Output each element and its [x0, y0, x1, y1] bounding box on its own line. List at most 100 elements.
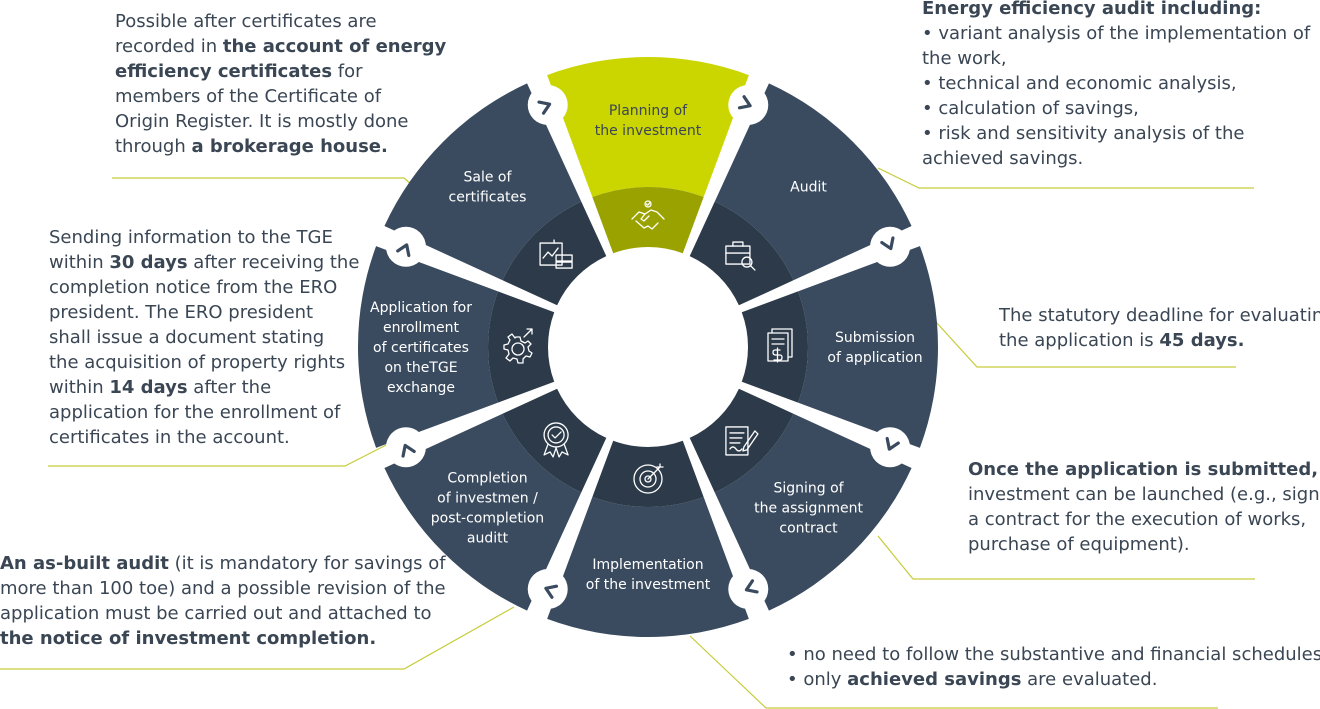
- chart-money-icon: [539, 239, 573, 269]
- segment-inner-ring: [592, 187, 704, 254]
- flow-arrow-icon: [870, 226, 911, 267]
- target-icon: [633, 463, 664, 494]
- leader-line: [877, 167, 1254, 189]
- note-text: through: [115, 136, 192, 157]
- note-text: recorded in: [115, 36, 223, 57]
- segment-inner-ring: [592, 440, 704, 507]
- note-implementation: • no need to follow the substantive and …: [787, 642, 1320, 692]
- briefcase-search-icon: [725, 241, 756, 271]
- chevron-right-icon: [537, 100, 552, 115]
- segment-label-line: of application: [827, 350, 922, 366]
- center-circle: [550, 249, 746, 445]
- note-text: members of the Certificate of: [115, 86, 382, 107]
- segment-inner-ring: [689, 388, 794, 493]
- note-text: purchase of equipment).: [968, 534, 1190, 555]
- segment-label-line: the investment: [595, 123, 702, 139]
- note-text: • calculation of savings,: [922, 98, 1139, 119]
- note-line: Once the application is submitted, the: [968, 457, 1320, 482]
- segment-label-line: Audit: [790, 179, 827, 195]
- note-line: efficiency certificates for: [115, 59, 446, 84]
- note-text: • risk and sensitivity analysis of the: [922, 123, 1245, 144]
- note-bold-text: 14 days: [109, 377, 188, 398]
- chevron-right-icon: [880, 236, 895, 251]
- segment-outer-ring: [547, 497, 749, 638]
- note-line: Sending information to the TGE: [49, 225, 359, 250]
- segment-audit: Audit: [689, 83, 912, 306]
- segment-label-line: enrollment: [383, 320, 459, 336]
- contract-sign-icon: [725, 426, 759, 456]
- note-line: the acquisition of property rights: [49, 350, 359, 375]
- note-line: • no need to follow the substantive and …: [787, 642, 1320, 667]
- note-line: • only achieved savings are evaluated.: [787, 667, 1320, 692]
- segment-label-line: contract: [779, 521, 838, 537]
- flow-arrow-icon: [728, 84, 769, 125]
- note-line: president. The ERO president: [49, 300, 359, 325]
- segment-label: Implementation of the investment: [586, 557, 711, 593]
- chevron-right-icon: [885, 436, 900, 451]
- gear-arrow-icon: [503, 328, 533, 364]
- note-signing-of-contract: Once the application is submitted, thein…: [968, 457, 1320, 557]
- note-bold-text: the notice of investment completion.: [0, 628, 377, 649]
- note-text: • no need to follow the substantive and …: [787, 644, 1320, 665]
- segment-label: Submission of application: [827, 330, 922, 366]
- note-text: shall issue a document stating: [49, 327, 325, 348]
- segment-label-line: the assignment: [754, 501, 863, 517]
- segment-outer-ring: [798, 246, 938, 448]
- note-bold-text: efficiency certificates: [115, 61, 333, 82]
- segment-label-line: Submission: [835, 330, 915, 346]
- leader-line: [877, 535, 1255, 580]
- note-bold-text: the account of energy: [222, 36, 447, 57]
- leader-lines: [0, 167, 1255, 709]
- segment-outer-ring: [547, 56, 749, 197]
- note-completion-audit: An as-built audit (it is mandatory for s…: [0, 551, 446, 651]
- segment-label-line: Implementation: [592, 557, 703, 573]
- note-text: after the: [187, 377, 272, 398]
- segment-outer-ring: [384, 83, 582, 281]
- segment-label-line: of investmen /: [437, 491, 538, 507]
- handshake-icon: [631, 200, 665, 230]
- note-bold-text: 30 days: [109, 252, 188, 273]
- note-line: application for the enrollment of: [49, 400, 359, 425]
- segment-outer-ring: [714, 413, 912, 611]
- note-text: a contract for the execution of works,: [968, 509, 1307, 530]
- note-text: achieved savings.: [922, 148, 1084, 169]
- segment-label-line: certificates: [449, 189, 527, 205]
- note-line: shall issue a document stating: [49, 325, 359, 350]
- note-line: An as-built audit (it is mandatory for s…: [0, 551, 446, 576]
- note-text: • only: [787, 669, 848, 690]
- note-line: more than 100 toe) and a possible revisi…: [0, 576, 446, 601]
- note-text: after receiving the: [187, 252, 360, 273]
- chevron-right-icon: [744, 579, 759, 594]
- segment-label-line: Sale of: [464, 169, 513, 185]
- note-line: application must be carried out and atta…: [0, 601, 446, 626]
- note-line: • calculation of savings,: [922, 96, 1310, 121]
- segment-label-line: of the investment: [586, 577, 711, 593]
- note-line: the application is 45 days.: [999, 328, 1320, 353]
- note-bold-text: An as-built audit: [0, 553, 169, 574]
- note-text: for: [332, 61, 363, 82]
- note-line: Energy efficiency audit including:: [922, 0, 1310, 21]
- flow-arrow-icon: [527, 84, 568, 125]
- note-text: investment can be launched (e.g., signin…: [968, 484, 1320, 505]
- segment-inner-ring: [741, 291, 809, 403]
- note-line: the work,: [922, 46, 1310, 71]
- note-line: Possible after certificates are: [115, 9, 446, 34]
- note-text: application for the enrollment of: [49, 402, 341, 423]
- note-text: • technical and economic analysis,: [922, 73, 1237, 94]
- note-text: Possible after certificates are: [115, 11, 377, 32]
- note-line: certificates in the account.: [49, 425, 359, 450]
- leader-line: [0, 606, 515, 670]
- segment-connectors: [385, 84, 911, 610]
- note-text: Sending information to the TGE: [49, 227, 333, 248]
- leader-line: [935, 321, 1236, 368]
- chevron-right-icon: [396, 243, 411, 258]
